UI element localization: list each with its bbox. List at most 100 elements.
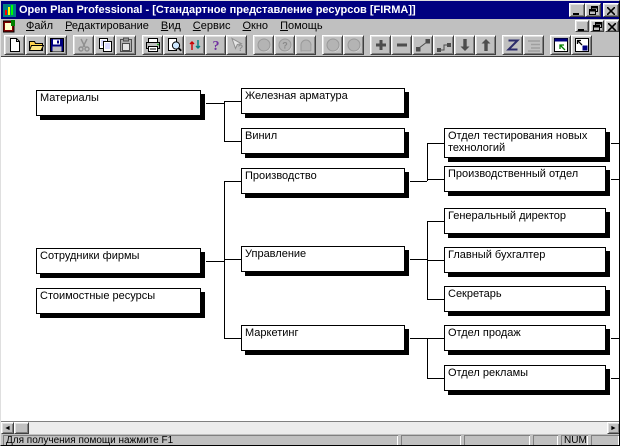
title-bar: Open Plan Professional - [Стандартное пр… <box>1 1 619 19</box>
toolbar-group <box>73 34 136 55</box>
horizontal-scrollbar[interactable]: ◄ ► <box>1 421 619 434</box>
connector-line <box>224 101 225 141</box>
arrow-up-icon <box>478 37 494 53</box>
org-node-chief-accountant[interactable]: Главный бухгалтер <box>444 247 606 273</box>
connector-line <box>427 260 444 261</box>
context-help-button[interactable]: ? <box>226 34 247 55</box>
circle-tool-3-button[interactable] <box>343 34 364 55</box>
org-node-general-director[interactable]: Генеральный директор <box>444 208 606 234</box>
circle-question-node-tool-button[interactable]: ? <box>274 34 295 55</box>
outline-list-icon <box>526 37 542 53</box>
circle-tool-2-button[interactable] <box>322 34 343 55</box>
plus-icon <box>373 37 389 53</box>
menu-item-help[interactable]: Помощь <box>280 20 323 32</box>
save-floppy-icon <box>49 37 65 53</box>
connector-line <box>206 103 224 104</box>
connector-line <box>427 143 428 181</box>
connector-line <box>427 143 444 144</box>
copy-button[interactable] <box>94 34 115 55</box>
mdi-minimize-button[interactable] <box>575 20 589 32</box>
toolbar: ??? <box>1 33 619 57</box>
circle-node-tool-button[interactable] <box>253 34 274 55</box>
org-node-iron-rebar[interactable]: Железная арматура <box>241 88 405 114</box>
app-icon <box>3 3 16 17</box>
move-down-button[interactable] <box>454 34 475 55</box>
org-node-vinyl[interactable]: Винил <box>241 128 405 154</box>
minimize-button[interactable] <box>569 3 585 17</box>
cut-button[interactable] <box>73 34 94 55</box>
status-panel-1 <box>401 435 461 445</box>
org-node-marketing[interactable]: Маркетинг <box>241 325 405 351</box>
svg-text:?: ? <box>212 39 219 53</box>
mdi-close-button[interactable] <box>605 20 619 32</box>
arch-node-tool-button[interactable] <box>295 34 316 55</box>
link-nodes-icon <box>415 37 431 53</box>
connector-line <box>611 338 619 339</box>
copy-icon <box>97 37 113 53</box>
org-node-production-dept[interactable]: Производственный отдел <box>444 166 606 192</box>
connector-line <box>611 143 619 144</box>
connector-line <box>206 261 224 262</box>
menu-item-view[interactable]: Вид <box>160 20 181 32</box>
status-panel-4 <box>591 435 619 445</box>
close-icon <box>606 3 616 18</box>
zigzag-view-button[interactable] <box>502 34 523 55</box>
menu-item-file[interactable]: Файл <box>26 20 54 32</box>
add-node-button[interactable] <box>370 34 391 55</box>
org-node-materials[interactable]: Материалы <box>36 90 201 116</box>
print-button[interactable] <box>142 34 163 55</box>
scroll-right-button[interactable]: ► <box>607 422 619 434</box>
print-preview-button[interactable] <box>163 34 184 55</box>
save-file-button[interactable] <box>46 34 67 55</box>
new-document-button[interactable] <box>4 34 25 55</box>
org-node-advertising-dept[interactable]: Отдел рекламы <box>444 365 606 391</box>
paste-button[interactable] <box>115 34 136 55</box>
org-node-secretary[interactable]: Секретарь <box>444 286 606 312</box>
help-button[interactable]: ? <box>205 34 226 55</box>
close-button[interactable] <box>603 3 619 17</box>
scrollbar-thumb[interactable] <box>14 422 29 434</box>
circle-question-node-icon: ? <box>277 37 293 53</box>
connector-line <box>224 181 241 182</box>
step-nodes-button[interactable] <box>433 34 454 55</box>
paste-clipboard-icon <box>118 37 134 53</box>
restore-button[interactable] <box>585 3 601 17</box>
remove-node-button[interactable] <box>391 34 412 55</box>
printer-icon <box>145 37 161 53</box>
org-node-cost-resources[interactable]: Стоимостные ресурсы <box>36 288 201 314</box>
tile-window-icon <box>553 37 569 53</box>
update-view-button[interactable] <box>184 34 205 55</box>
connector-line <box>224 338 241 339</box>
cut-scissors-icon <box>76 37 92 53</box>
connector-line <box>611 378 619 379</box>
move-up-button[interactable] <box>475 34 496 55</box>
outline-view-button[interactable] <box>523 34 544 55</box>
connector-line <box>224 101 241 102</box>
context-help-icon: ? <box>229 36 245 53</box>
link-nodes-button[interactable] <box>412 34 433 55</box>
menu-item-edit[interactable]: Редактирование <box>65 20 149 32</box>
connector-line <box>224 141 241 142</box>
menu-item-window[interactable]: Окно <box>242 20 269 32</box>
tile-window-button[interactable] <box>550 34 571 55</box>
scroll-left-button[interactable]: ◄ <box>1 422 14 434</box>
status-message: Для получения помощи нажмите F1 <box>3 435 398 445</box>
org-node-new-tech-testing-dept[interactable]: Отдел тестирования новых технологий <box>444 128 606 158</box>
circle-node-icon <box>256 37 272 53</box>
restore-icon <box>588 3 598 18</box>
org-node-management[interactable]: Управление <box>241 246 405 272</box>
menu-item-tools[interactable]: Сервис <box>192 20 231 32</box>
expand-window-button[interactable] <box>571 34 592 55</box>
help-question-icon: ? <box>208 37 224 53</box>
arch-node-icon <box>298 37 314 53</box>
open-file-button[interactable] <box>25 34 46 55</box>
org-node-company-staff[interactable]: Сотрудники фирмы <box>36 248 201 274</box>
toolbar-group <box>550 34 592 55</box>
org-node-production[interactable]: Производство <box>241 168 405 194</box>
org-node-sales-dept[interactable]: Отдел продаж <box>444 325 606 351</box>
update-arrows-icon <box>187 37 203 53</box>
circle-node-icon <box>325 37 341 53</box>
mdi-restore-button[interactable] <box>590 20 604 32</box>
